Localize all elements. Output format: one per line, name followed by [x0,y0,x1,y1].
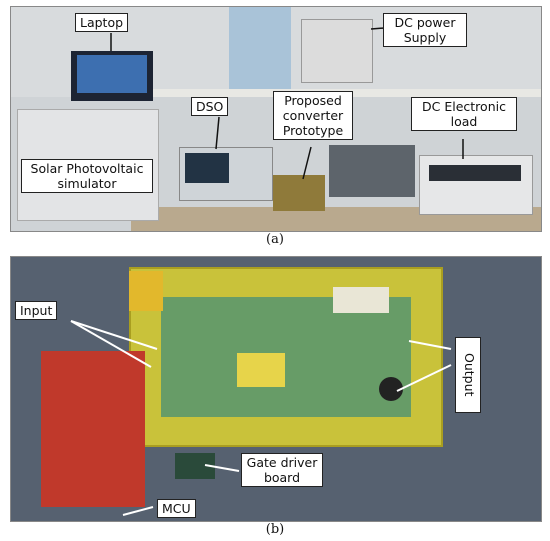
label-pointers-b [70,320,452,516]
mcu-board [41,351,145,507]
transformer [129,271,163,311]
label-output: Output [455,337,481,413]
inductor [333,287,389,313]
label-mcu: MCU [157,499,196,518]
laptop-screen [77,55,147,93]
label-laptop: Laptop [75,13,129,32]
label-input: Input [15,301,58,320]
prototype-board [273,175,325,211]
dc-power-supply-device [301,19,373,83]
storage-drawers [229,7,291,89]
central-inductor [237,353,285,387]
caption-a: (a) [266,232,284,247]
copper-traces [161,297,411,417]
caption-b: (b) [265,522,285,537]
label-dso: DSO [191,97,229,116]
rack-equipment [329,145,415,197]
electronic-load-display [429,165,521,181]
dso-screen [185,153,229,183]
